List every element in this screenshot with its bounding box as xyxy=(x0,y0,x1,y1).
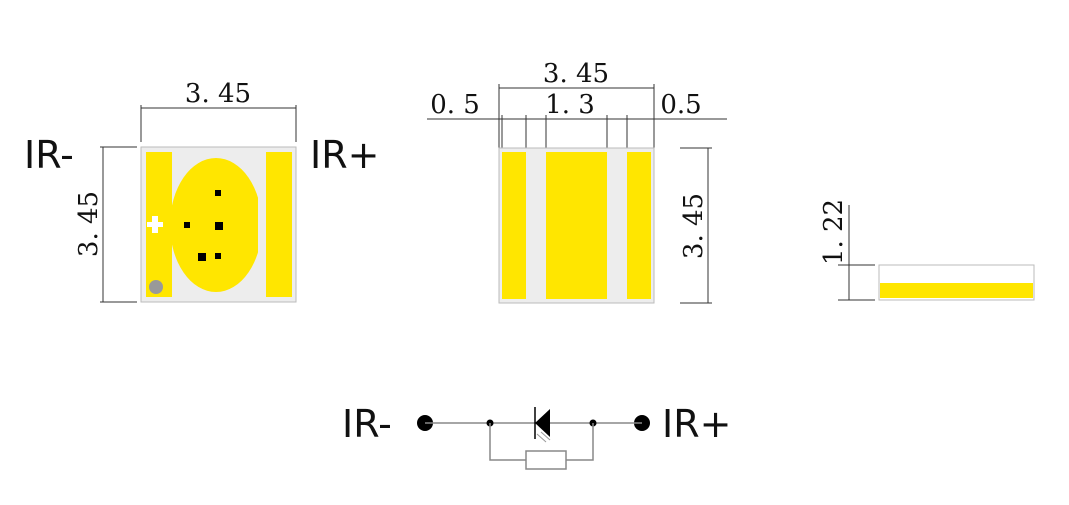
bottom-view: 3. 45 0. 5 1. 3 0.5 3. 45 xyxy=(427,59,727,304)
top-label-ir-minus: IR- xyxy=(24,133,74,177)
anode-pad xyxy=(266,152,292,297)
top-width-dim: 3. 45 xyxy=(185,79,251,109)
bottom-left-pad xyxy=(502,152,526,299)
schematic-label-ir-plus: IR+ xyxy=(662,402,731,446)
schematic-label-ir-minus: IR- xyxy=(342,402,392,446)
bottom-right-pad xyxy=(627,152,651,299)
top-view: 3. 45 3. 45 IR- IR+ xyxy=(24,79,379,303)
side-view: 1. 22 xyxy=(819,199,1035,301)
die-dot xyxy=(215,190,221,196)
photodiode-icon xyxy=(534,407,551,443)
side-height-dim: 1. 22 xyxy=(819,199,849,265)
schematic: IR- IR+ xyxy=(342,402,731,470)
top-height-dim: 3. 45 xyxy=(74,191,104,257)
center-pad-dim: 1. 3 xyxy=(545,90,595,120)
left-pad-dim: 0. 5 xyxy=(430,90,480,120)
pin1-marker xyxy=(149,280,163,294)
bottom-center-pad xyxy=(546,152,607,299)
right-pad-dim: 0.5 xyxy=(660,90,701,120)
top-label-ir-plus: IR+ xyxy=(310,133,379,177)
side-pad-layer xyxy=(880,283,1033,298)
bottom-width-dim: 3. 45 xyxy=(543,59,609,89)
bottom-height-dim: 3. 45 xyxy=(679,193,709,259)
resistor-icon xyxy=(525,450,567,470)
